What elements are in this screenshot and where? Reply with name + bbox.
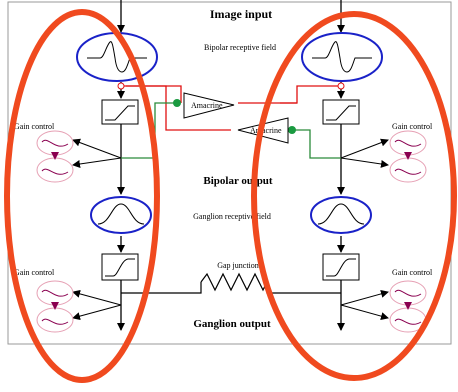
amacrine-top-label: Amacrine <box>191 101 223 110</box>
gain-arrows-upper <box>72 138 389 168</box>
bipolar-nonlinearity-right <box>322 99 360 125</box>
synapse-node-right <box>337 82 345 90</box>
bipolar-nonlinearity-left <box>101 99 139 125</box>
gain-control-label-ul: Gain control <box>14 122 55 131</box>
gain-control-label-ll: Gain control <box>14 268 55 277</box>
image-input-label: Image input <box>210 7 272 21</box>
highlight-ellipse-left <box>4 9 160 383</box>
gain-control-label-lr: Gain control <box>392 268 433 277</box>
ganglion-rf-label: Ganglion receptive field <box>193 212 271 221</box>
gain-arrows-lower <box>72 289 389 321</box>
synapse-dot-left <box>173 99 181 107</box>
ganglion-receptive-field-right <box>310 196 372 234</box>
gain-control-upper-right <box>389 130 427 183</box>
ganglion-receptive-field-left <box>90 196 152 234</box>
synapse-dot-right <box>288 126 296 134</box>
gain-control-upper-left <box>36 130 74 183</box>
bipolar-output-label: Bipolar output <box>203 175 273 187</box>
amacrine-cell-top <box>183 92 235 119</box>
ganglion-nonlinearity-left <box>101 253 139 281</box>
highlight-ellipse-right <box>251 11 457 381</box>
bipolar-receptive-field-right <box>301 32 383 82</box>
gain-control-lower-right <box>389 280 427 333</box>
bipolar-receptive-field-left <box>76 32 158 82</box>
gap-junction <box>121 272 341 294</box>
ganglion-nonlinearity-right <box>322 253 360 281</box>
synapse-node-left <box>117 82 125 90</box>
gain-control-lower-left <box>36 280 74 333</box>
gap-junction-label: Gap junction <box>217 261 259 270</box>
amacrine-bottom-label: Amacrine <box>250 126 282 135</box>
gain-control-label-ur: Gain control <box>392 122 433 131</box>
ganglion-output-label: Ganglion output <box>193 318 271 330</box>
amacrine-input-wires <box>121 85 341 131</box>
bipolar-rf-label: Bipolar receptive field <box>204 43 276 52</box>
